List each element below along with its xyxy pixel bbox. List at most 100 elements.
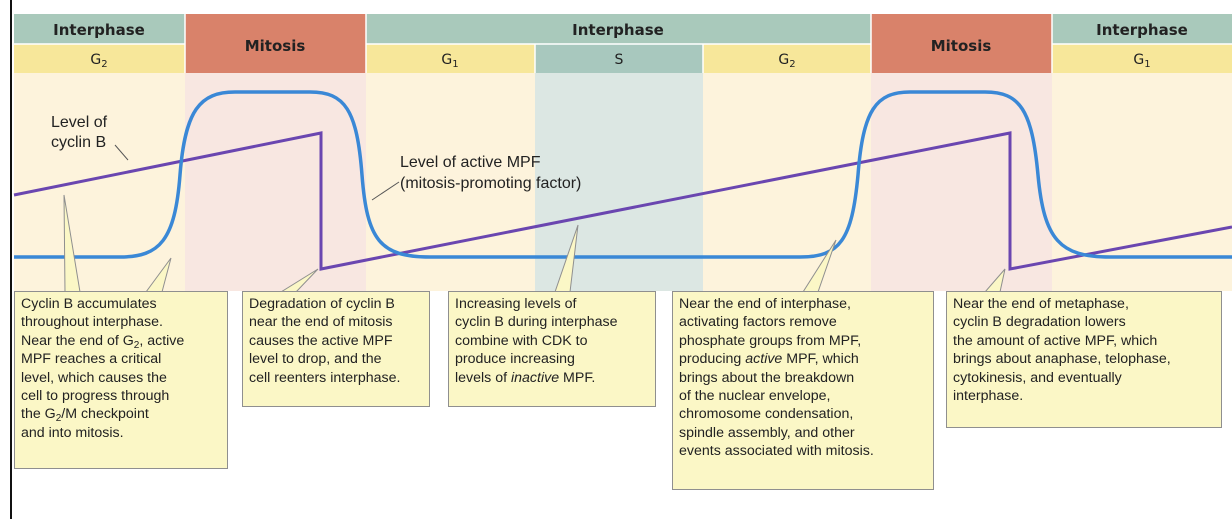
callout-text: level, which causes the [21, 369, 167, 386]
header-g2-1 [14, 44, 185, 73]
mpf-leader [371, 181, 400, 201]
header-label-mitosis-1: Mitosis [245, 37, 306, 55]
text-fragment: Near the end of G [21, 332, 134, 349]
callout-text: the G2/M checkpoint [21, 405, 222, 425]
callout-text: activating factors remove [679, 314, 837, 331]
callout-text: brings about the breakdown [679, 369, 855, 386]
callout-text: interphase. [953, 388, 1024, 405]
callout-text: Increasing levels of [455, 296, 577, 312]
callout-text: Near the end of metaphase, [953, 296, 1129, 312]
callout-text: cytokinesis, and eventually [953, 369, 1122, 386]
callout-cyclin-degradation: Degradation of cyclin B near the end of … [242, 291, 430, 407]
callout-text: chromosome condensation, [679, 406, 854, 423]
callout-text: Near the end of G2, active [21, 332, 222, 351]
phase-letter: G1 [441, 52, 458, 70]
callout-text: combine with CDK to [455, 332, 588, 349]
band-s [535, 73, 703, 291]
callout-text: events associated with mitosis. [679, 443, 874, 460]
phase-letter-subscript: 2 [101, 59, 107, 70]
band-interphase-g2-left [14, 73, 185, 291]
mpf-label-line1: Level of active MPF [400, 154, 541, 171]
cyclin-b-label-line1: Level of [51, 114, 108, 131]
header-s [535, 44, 703, 73]
phase-letter: S [615, 52, 624, 68]
header-interphase-2 [366, 14, 871, 44]
subscript: 2 [133, 339, 140, 351]
header-label-g2-2: G2 [778, 52, 795, 70]
subscript: 2 [55, 413, 62, 425]
header-label-mitosis-2: Mitosis [931, 37, 992, 55]
text-fragment: the G [21, 406, 56, 423]
header-label-g2-1: G2 [90, 52, 107, 70]
text-fragment: levels of [455, 369, 511, 386]
header-g1-2 [1052, 44, 1232, 73]
callout-metaphase-degradation: Near the end of metaphase, cyclin B degr… [946, 291, 1222, 428]
callout-text: spindle assembly, and other [679, 424, 855, 441]
header-g2-2 [703, 44, 871, 73]
callout-text: throughout interphase. [21, 314, 163, 331]
callout-text: causes the active MPF [249, 332, 393, 349]
callout-active-mpf: Near the end of interphase, activating f… [672, 291, 934, 490]
callout-text: Degradation of cyclin B [249, 296, 395, 312]
phase-letter: G1 [1133, 52, 1150, 70]
phase-letter-subscript: 2 [789, 59, 795, 70]
callout-text: phosphate groups from MPF, [679, 332, 862, 349]
callout-text: levels of inactive MPF. [455, 369, 650, 387]
callout-cyclin-accumulation: Cyclin B accumulates throughout interpha… [14, 291, 228, 469]
text-fragment: , active [139, 332, 185, 349]
header-label-interphase-1: Interphase [53, 21, 145, 39]
callout-text: the amount of active MPF, which [953, 332, 1158, 349]
band-mitosis-1 [185, 73, 366, 291]
callout-text: produce increasing [455, 351, 575, 368]
text-fragment: /M checkpoint [61, 406, 149, 423]
text-fragment: MPF, which [782, 351, 859, 368]
phase-letter-subscript: 1 [1144, 59, 1150, 70]
text-fragment: MPF. [559, 369, 596, 386]
cyclin-b-leader [114, 144, 129, 161]
callout-text: cell to progress through [21, 388, 170, 405]
callout-text: brings about anaphase, telophase, [953, 351, 1171, 368]
header-mitosis-1 [185, 14, 366, 73]
callout-inactive-mpf: Increasing levels of cyclin B during int… [448, 291, 656, 407]
cyclin-b-label-line2: cyclin B [51, 134, 106, 151]
phase-letter: G2 [778, 52, 795, 70]
italic-text: inactive [511, 369, 560, 386]
header-mitosis-2 [871, 14, 1052, 73]
callout-text: cell reenters interphase. [249, 369, 401, 386]
callout-text: cyclin B during interphase [455, 314, 618, 331]
band-g2 [703, 73, 871, 291]
italic-text: active [745, 351, 783, 368]
band-mitosis-2 [871, 73, 1052, 291]
phase-letter-main: G [1133, 52, 1144, 68]
active-mpf-level-line [14, 90, 1232, 259]
header-g1-1 [366, 44, 535, 73]
phase-header: Interphase Mitosis Interphase Mitosis In… [14, 14, 1232, 73]
callout-text: near the end of mitosis [249, 314, 393, 331]
header-label-interphase-2: Interphase [572, 21, 664, 39]
cyclin-b-level-line [13, 131, 1232, 271]
phase-letter-subscript: 1 [452, 59, 458, 70]
phase-letter-main: G [778, 52, 789, 68]
callout-text: and into mitosis. [21, 424, 124, 441]
phase-bands [14, 73, 1232, 291]
callout-text: cyclin B degradation lowers [953, 314, 1126, 331]
text-fragment: producing [679, 351, 746, 368]
callout-text: Near the end of interphase, [679, 296, 851, 312]
callout-text: MPF reaches a critical [21, 351, 162, 368]
callout-pointers [63, 194, 1006, 293]
callout-text: producing active MPF, which [679, 350, 928, 368]
header-label-s: S [615, 52, 624, 68]
header-label-interphase-3: Interphase [1096, 21, 1188, 39]
mpf-label-line2: (mitosis-promoting factor) [400, 175, 581, 192]
phase-letter: G2 [90, 52, 107, 70]
phase-letter-main: G [90, 52, 101, 68]
callout-text: of the nuclear envelope, [679, 388, 831, 405]
header-label-g1-2: G1 [1133, 52, 1150, 70]
callout-text: level to drop, and the [249, 351, 382, 368]
header-label-g1-1: G1 [441, 52, 458, 70]
callout-text: Cyclin B accumulates [21, 296, 157, 312]
phase-letter-main: G [441, 52, 452, 68]
header-interphase-1 [14, 14, 185, 44]
header-interphase-3 [1052, 14, 1232, 44]
